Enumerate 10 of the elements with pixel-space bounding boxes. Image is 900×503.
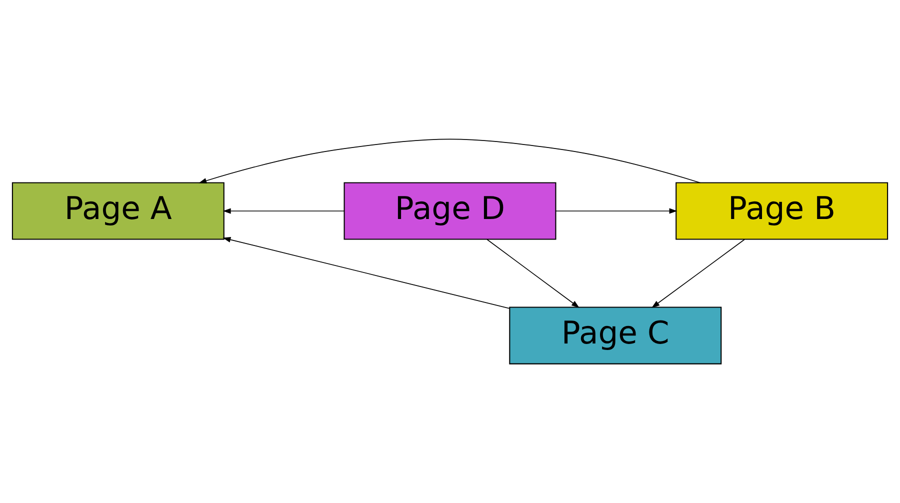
arrow: [486, 239, 580, 308]
arrow: [652, 239, 745, 308]
node-box: Page B: [676, 182, 888, 240]
node-box: Page C: [509, 306, 722, 364]
node-box: Page D: [344, 182, 556, 240]
arrow: [556, 208, 678, 214]
arrow: [222, 208, 345, 214]
arrow: [222, 236, 510, 309]
node-box: Page A: [12, 182, 224, 240]
arrow: [198, 138, 701, 184]
